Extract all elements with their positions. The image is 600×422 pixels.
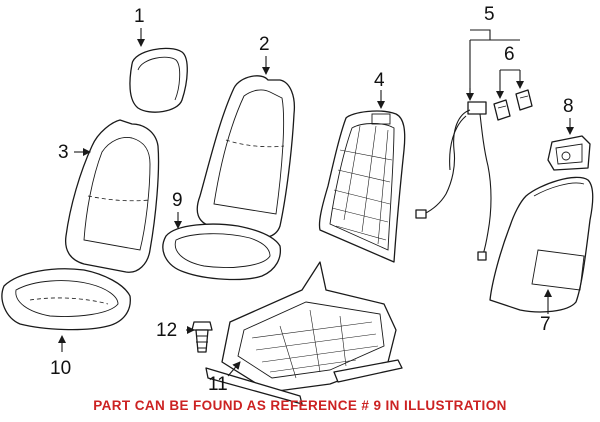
callout-11: 11 — [208, 374, 228, 395]
callout-1: 1 — [134, 6, 145, 27]
callout-5: 5 — [484, 4, 495, 25]
part-4-seat-back-frame[interactable] — [318, 110, 406, 263]
part-9-seat-cushion[interactable] — [162, 223, 282, 281]
callout-7: 7 — [540, 314, 551, 335]
callout-3: 3 — [58, 142, 69, 163]
part-10-cushion-cover[interactable] — [1, 268, 131, 331]
callout-10: 10 — [50, 358, 71, 379]
part-12-bolt[interactable] — [191, 321, 213, 353]
part-1-headrest[interactable] — [129, 47, 188, 113]
part-3-seat-back-cover[interactable] — [64, 119, 160, 273]
part-8-trim-piece[interactable] — [547, 135, 591, 171]
callout-8: 8 — [563, 96, 574, 117]
part-5-wiring-harness[interactable] — [415, 101, 492, 261]
callout-6: 6 — [504, 44, 515, 65]
callout-9: 9 — [172, 190, 183, 211]
callout-12: 12 — [156, 320, 177, 341]
callout-4: 4 — [374, 70, 385, 91]
part-2-seat-back[interactable] — [196, 75, 296, 239]
part-11-seat-frame[interactable] — [205, 261, 403, 405]
part-7-rear-panel[interactable] — [489, 176, 594, 313]
part-6-connectors[interactable] — [493, 89, 533, 121]
reference-note: PART CAN BE FOUND AS REFERENCE # 9 IN IL… — [93, 398, 507, 413]
callout-2: 2 — [259, 34, 270, 55]
leader-lines — [58, 28, 574, 377]
